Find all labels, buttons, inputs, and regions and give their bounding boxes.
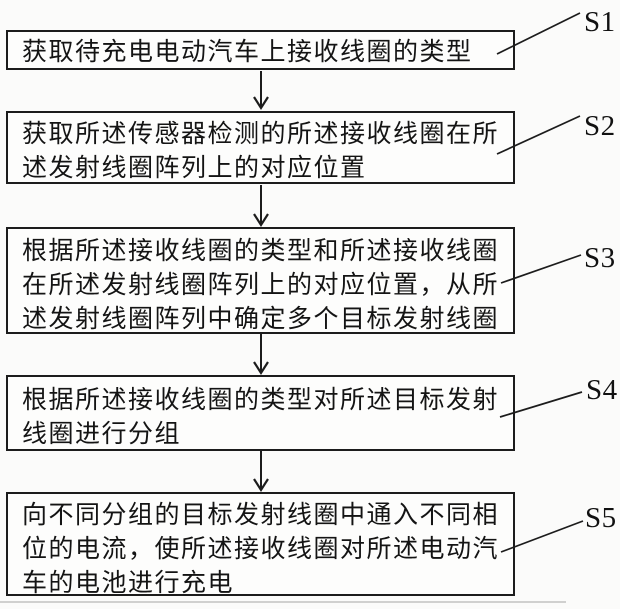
step-box-s5: 向不同分组的目标发射线圈中通入不同相 位的电流，使所述接收线圈对所述电动汽 车的… [6, 492, 515, 597]
step-s1-text: 获取待充电电动汽车上接收线圈的类型 [22, 37, 473, 66]
step-s5-text-line2: 位的电流，使所述接收线圈对所述电动汽 [22, 534, 500, 563]
step-label-s2: S2 [584, 110, 616, 142]
step-label-s1: S1 [584, 6, 616, 38]
step-box-s4: 根据所述接收线圈的类型对所述目标发射 线圈进行分组 [6, 375, 515, 451]
arrow-s4-to-s5 [253, 451, 269, 493]
step-s2-text-line1: 获取所述传感器检测的所述接收线圈在所 [22, 119, 500, 148]
step-box-s2: 获取所述传感器检测的所述接收线圈在所 述发射线圈阵列上的对应位置 [6, 111, 515, 184]
step-s3-text-line3: 述发射线圈阵列中确定多个目标发射线圈 [22, 304, 500, 333]
arrow-s3-to-s4 [253, 334, 269, 376]
step-s4-text-line1: 根据所述接收线圈的类型对所述目标发射 [22, 385, 500, 414]
step-s4-text-line2: 线圈进行分组 [22, 419, 182, 448]
step-s2-text-line2: 述发射线圈阵列上的对应位置 [22, 153, 367, 182]
step-s3-text-line2: 在所述发射线圈阵列上的对应位置，从所 [22, 270, 500, 299]
scan-artifact-line [0, 601, 566, 603]
arrow-s1-to-s2 [253, 71, 269, 111]
step-s3-text-line1: 根据所述接收线圈的类型和所述接收线圈 [22, 236, 500, 265]
arrow-s2-to-s3 [253, 185, 269, 228]
step-box-s3: 根据所述接收线圈的类型和所述接收线圈 在所述发射线圈阵列上的对应位置，从所 述发… [6, 227, 515, 334]
step-s5-text-line1: 向不同分组的目标发射线圈中通入不同相 [22, 500, 500, 529]
step-label-s4: S4 [586, 374, 618, 406]
step-s5-text-line3: 车的电池进行充电 [22, 568, 235, 597]
step-box-s1: 获取待充电电动汽车上接收线圈的类型 [6, 30, 515, 70]
step-label-s5: S5 [585, 502, 617, 534]
step-label-s3: S3 [584, 242, 616, 274]
